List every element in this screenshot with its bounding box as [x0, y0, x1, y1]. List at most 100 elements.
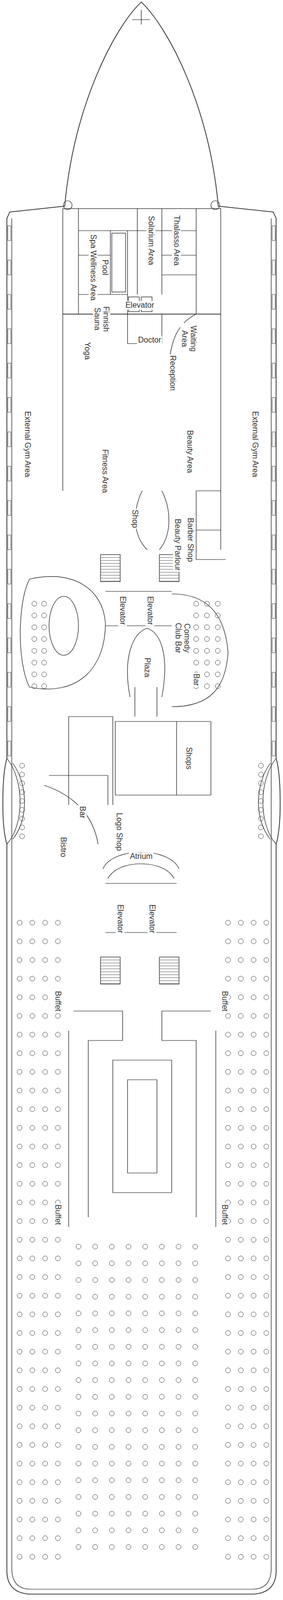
table-symbol [126, 1443, 131, 1449]
table-symbol [215, 671, 221, 677]
table-symbol [29, 1311, 35, 1316]
table-symbol [225, 975, 231, 981]
table-symbol [176, 1376, 181, 1382]
stair-step [159, 965, 180, 966]
table-symbol [126, 1376, 131, 1382]
table-symbol [92, 1393, 98, 1399]
table-symbol [19, 771, 25, 777]
table-symbol [225, 1478, 231, 1484]
table-symbol [17, 1031, 23, 1037]
table-symbol [225, 1292, 231, 1298]
room-label: Pool [100, 258, 110, 277]
table-symbol [29, 975, 35, 981]
table-symbol [92, 1476, 98, 1482]
table-symbol [17, 1273, 23, 1279]
table-symbol [42, 1534, 48, 1540]
window-mark [7, 534, 11, 550]
table-symbol [55, 1292, 61, 1298]
window-mark [272, 431, 276, 447]
table-symbol [258, 797, 264, 803]
room-label: Bistro [58, 835, 68, 858]
table-symbol [176, 1460, 181, 1466]
table-symbol [109, 1543, 115, 1549]
table-symbol [42, 1516, 48, 1521]
stair-step [100, 971, 121, 972]
table-symbol [238, 1553, 244, 1559]
table-symbol [142, 1293, 148, 1299]
table-symbol [251, 975, 257, 981]
table-symbol [17, 1217, 23, 1223]
table-symbol [92, 1376, 98, 1382]
table-symbol [41, 612, 47, 618]
table-symbol [29, 1106, 35, 1111]
table-symbol [29, 1366, 35, 1372]
table-symbol [29, 994, 35, 1000]
table-symbol [225, 1311, 231, 1316]
table-symbol [126, 1276, 131, 1282]
table-symbol [17, 1366, 23, 1372]
table-symbol [263, 1385, 269, 1391]
window-mark [272, 362, 276, 378]
table-symbol [142, 1326, 148, 1332]
table-symbol [159, 1276, 165, 1282]
table-symbol [238, 1106, 244, 1111]
table-symbol [159, 1376, 165, 1382]
stair-step [159, 577, 180, 579]
room-label: Finnish Sauna [92, 303, 110, 335]
table-symbol [251, 1217, 257, 1223]
table-symbol [29, 1236, 35, 1242]
beauty-walls [196, 490, 226, 560]
table-symbol [109, 1410, 115, 1415]
room-label: Elevator [124, 300, 156, 310]
table-symbol [225, 1366, 231, 1372]
window-mark [272, 534, 276, 550]
window-mark [272, 706, 276, 721]
table-symbol [263, 1478, 269, 1484]
stair-step [100, 977, 121, 978]
table-symbol [42, 1180, 48, 1186]
table-symbol [251, 1143, 257, 1149]
inner-deck-line [11, 218, 272, 1589]
table-symbol [17, 1050, 23, 1055]
table-symbol [193, 636, 199, 642]
table-symbol [31, 683, 37, 689]
table-symbol [42, 1497, 48, 1503]
table-symbol [29, 1292, 35, 1298]
window-mark [7, 706, 11, 721]
table-symbol [176, 1510, 181, 1516]
table-symbol [238, 1050, 244, 1055]
table-symbol [126, 1510, 131, 1516]
table-symbol [109, 1276, 115, 1282]
table-symbol [176, 1393, 181, 1399]
table-symbol [29, 1031, 35, 1037]
table-symbol [29, 1385, 35, 1391]
room-label: Elevator [145, 594, 155, 626]
table-symbol [92, 1443, 98, 1449]
table-symbol [126, 1543, 131, 1549]
table-symbol [193, 612, 199, 618]
table-symbol [92, 1510, 98, 1516]
table-symbol [176, 1326, 181, 1332]
elevator-bank [105, 591, 177, 932]
table-symbol [176, 1293, 181, 1299]
table-symbol [42, 975, 48, 981]
table-symbol [29, 1068, 35, 1074]
table-symbol [263, 1366, 269, 1372]
stair-step [100, 979, 121, 981]
table-symbol [238, 994, 244, 1000]
table-symbol [92, 1276, 98, 1282]
table-symbol [42, 1292, 48, 1298]
table-symbol [225, 1068, 231, 1074]
room-label: Reception [168, 354, 178, 392]
table-symbol [109, 1460, 115, 1466]
table-symbol [192, 1476, 198, 1482]
table-symbol [142, 1276, 148, 1282]
table-symbol [42, 1553, 48, 1559]
table-symbol [76, 1543, 81, 1549]
table-symbol [42, 1255, 48, 1261]
table-symbol [42, 1236, 48, 1242]
table-symbol [17, 1348, 23, 1354]
table-symbol [41, 647, 47, 653]
table-symbol [109, 1376, 115, 1382]
table-symbol [238, 956, 244, 962]
